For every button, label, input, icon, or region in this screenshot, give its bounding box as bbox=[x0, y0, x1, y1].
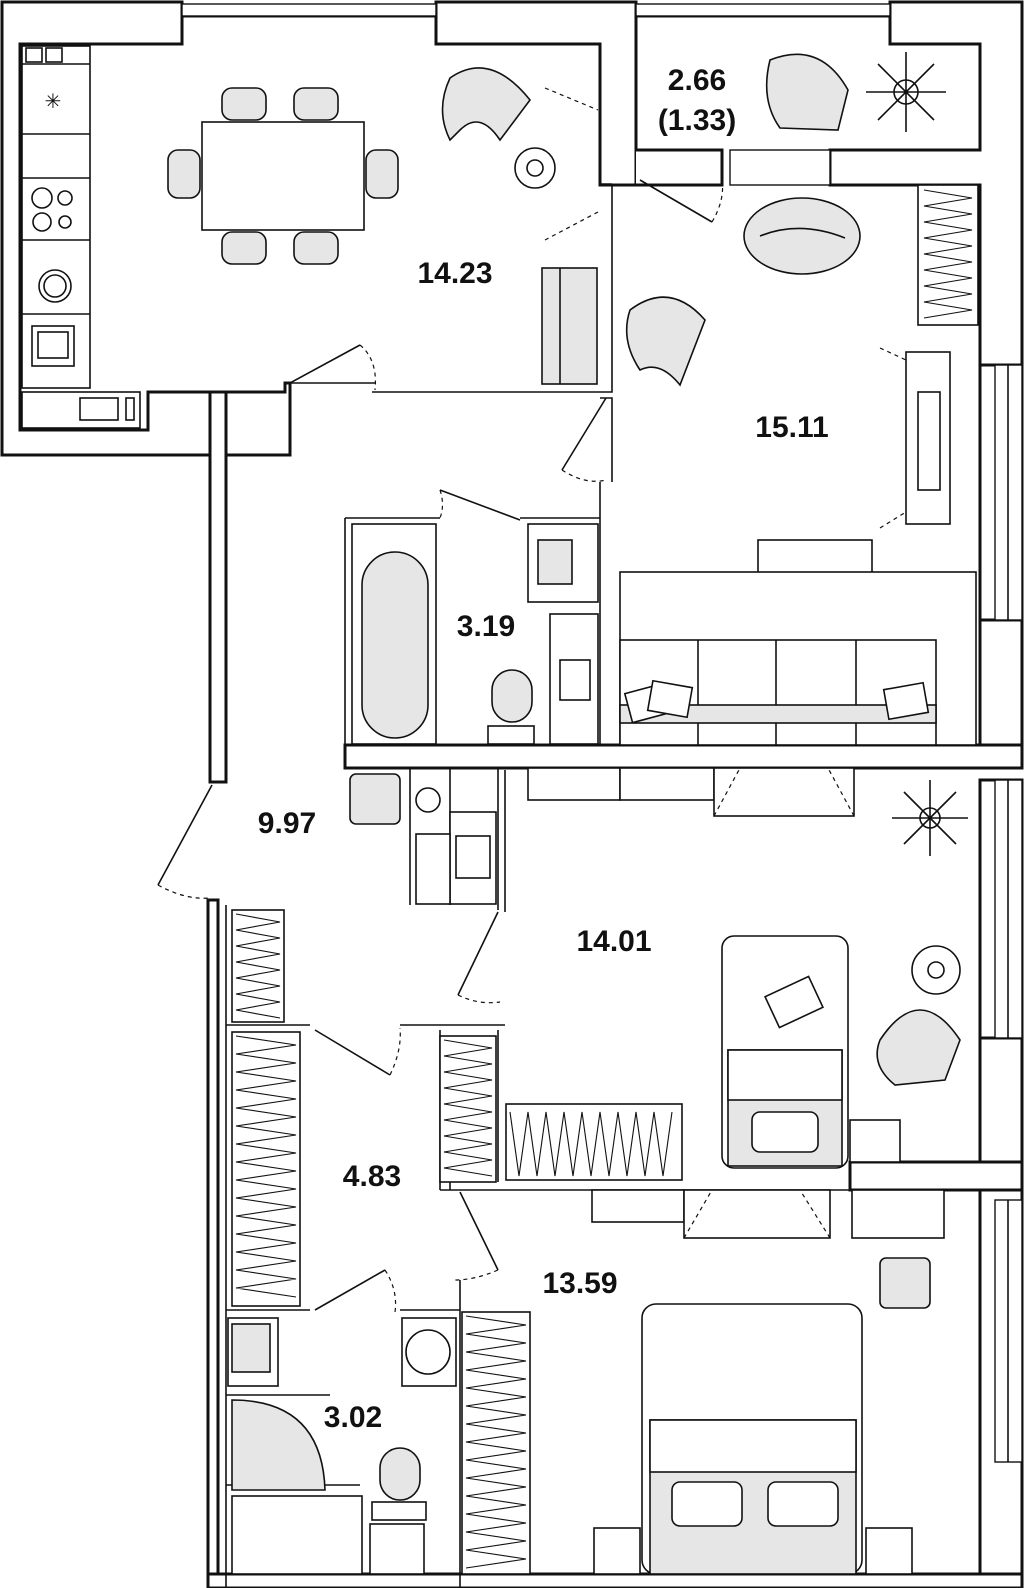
balcony-furniture bbox=[765, 52, 946, 132]
bathroom-2-fixtures bbox=[227, 1317, 457, 1575]
bedroom-2-area-label: 13.59 bbox=[542, 1267, 617, 1300]
balcony-area-secondary-label: (1.33) bbox=[658, 104, 736, 137]
bedroom-1-furniture bbox=[505, 767, 968, 1181]
svg-text:✳: ✳ bbox=[45, 89, 62, 113]
bathroom-1-fixtures bbox=[351, 523, 599, 745]
bedroom-1-area-label: 14.01 bbox=[576, 925, 651, 958]
bath-1-area-label: 3.19 bbox=[457, 610, 515, 643]
kitchen-furniture: ✳ bbox=[21, 45, 599, 429]
wardrobe-hanger-marks bbox=[235, 189, 973, 1569]
balcony-area-label: 2.66 bbox=[668, 64, 726, 97]
room-labels: 14.23 2.66 (1.33) 15.11 3.19 9.97 14.01 … bbox=[258, 64, 829, 1434]
bedroom-2-furniture bbox=[591, 1189, 945, 1575]
windows bbox=[181, 3, 1023, 1463]
kitchen-area-label: 14.23 bbox=[417, 257, 492, 290]
bath-2-area-label: 3.02 bbox=[324, 1401, 382, 1434]
living-furniture bbox=[619, 184, 979, 746]
doors bbox=[157, 179, 724, 1313]
hall-furniture bbox=[349, 773, 497, 905]
living-area-label: 15.11 bbox=[755, 411, 828, 444]
interior-walls bbox=[225, 183, 980, 1588]
corridor-area-label: 4.83 bbox=[343, 1160, 401, 1193]
hall-area-label: 9.97 bbox=[258, 807, 316, 840]
